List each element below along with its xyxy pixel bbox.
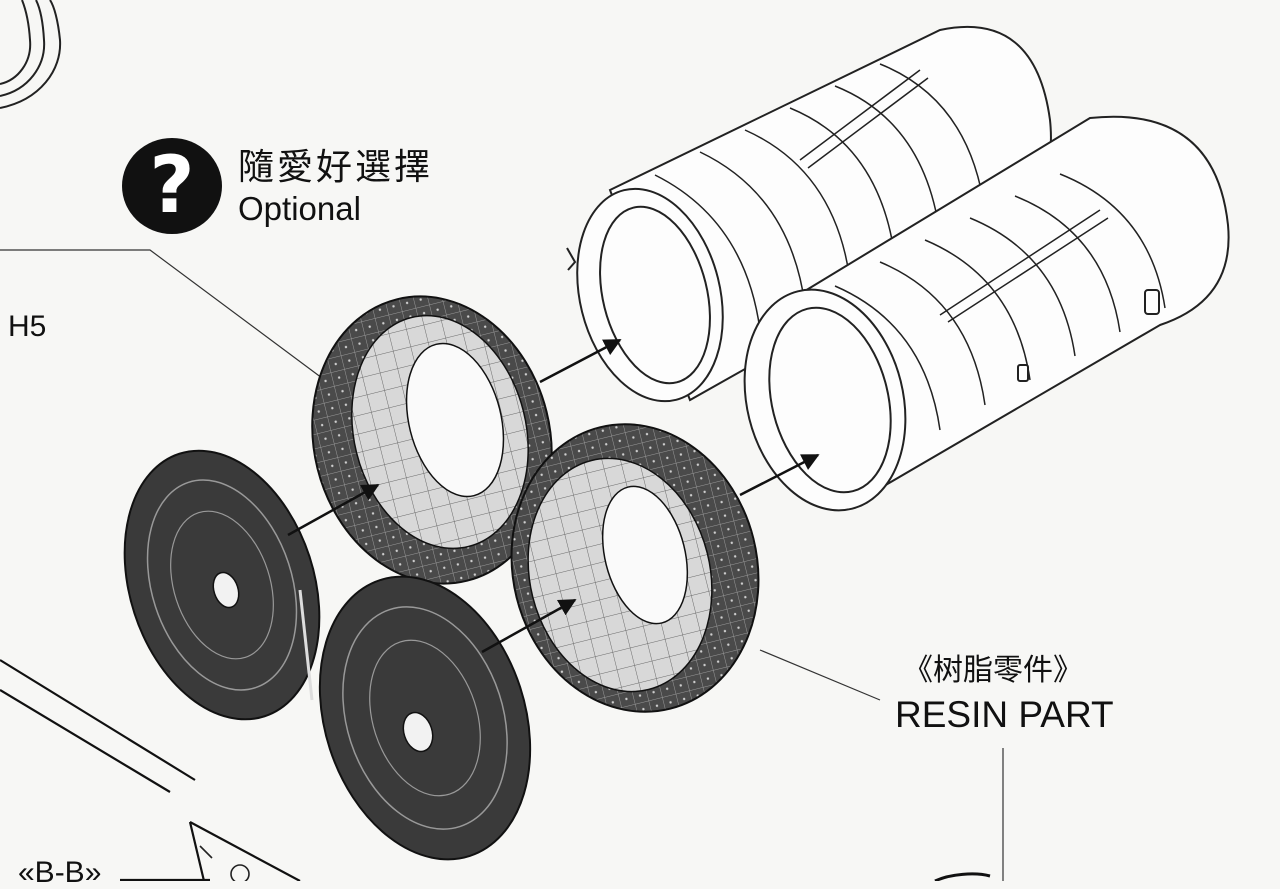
resin-part-label: RESIN PART — [895, 694, 1114, 735]
assembly-arrows — [287, 338, 820, 654]
arrow-disc-to-ring-upper — [287, 483, 380, 537]
question-mark-icon: ? — [122, 138, 222, 234]
resin-ring-upper — [311, 295, 553, 585]
arrow-disc-to-ring-lower — [481, 598, 577, 654]
optional-label: Optional — [238, 190, 361, 227]
part-number-label: H5 — [8, 310, 47, 343]
resin-part-label-chinese: 《树脂零件》 — [903, 653, 1083, 688]
resin-disc-lower — [318, 575, 532, 861]
optional-label-chinese: 隨愛好選擇 — [238, 147, 434, 188]
partial-nozzle-part — [0, 0, 62, 109]
section-lines — [0, 659, 301, 881]
small-bracket-part — [199, 845, 250, 881]
resin-ring-lower — [510, 423, 760, 713]
resin-disc-upper — [123, 449, 321, 721]
jet-pipe-upper — [566, 25, 1052, 403]
jet-pipe-lower — [743, 115, 1230, 512]
leader-line-h5 — [0, 249, 323, 379]
section-label: «B-B» — [18, 856, 102, 889]
leader-lines — [0, 249, 1004, 881]
partial-part-bottom-right — [934, 872, 991, 881]
arrow-ring-to-pipe-upper — [539, 338, 622, 384]
arrow-ring-to-pipe-lower — [739, 453, 820, 497]
leader-line-resin — [759, 649, 881, 701]
